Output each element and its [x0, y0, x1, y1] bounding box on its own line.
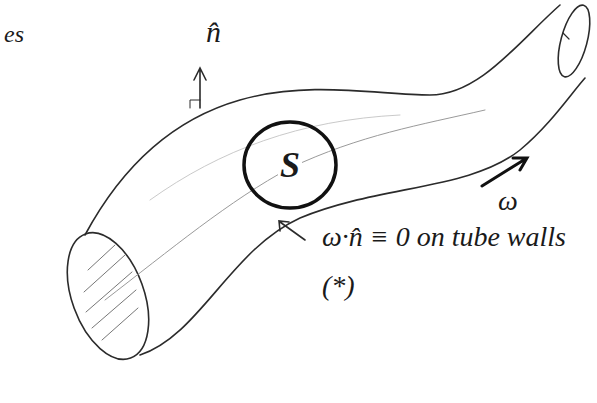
surface-circle: S [242, 120, 338, 210]
right-end-mark [563, 33, 569, 39]
surface-label: S [278, 147, 302, 183]
left-end-hatching [84, 245, 138, 340]
tube-axis-line [105, 110, 485, 300]
annotation-text: es [4, 20, 24, 49]
annotation-text: ω [498, 184, 518, 218]
tube-shading [150, 115, 400, 200]
tube-left-end [52, 222, 165, 371]
circle-outline-path [244, 122, 336, 208]
annotation-text: n̂ [206, 14, 221, 50]
tube-upper-wall [85, 5, 560, 235]
leader-arrow [279, 221, 305, 240]
normal-tick [190, 100, 200, 108]
tube-right-end [552, 2, 596, 80]
normal-vector-arrow [194, 68, 206, 108]
tube-lower-wall [140, 78, 585, 355]
annotation-text: ω·n̂ ≡ 0 on tube walls (*) [322, 212, 584, 310]
vorticity-arrow [482, 158, 527, 186]
